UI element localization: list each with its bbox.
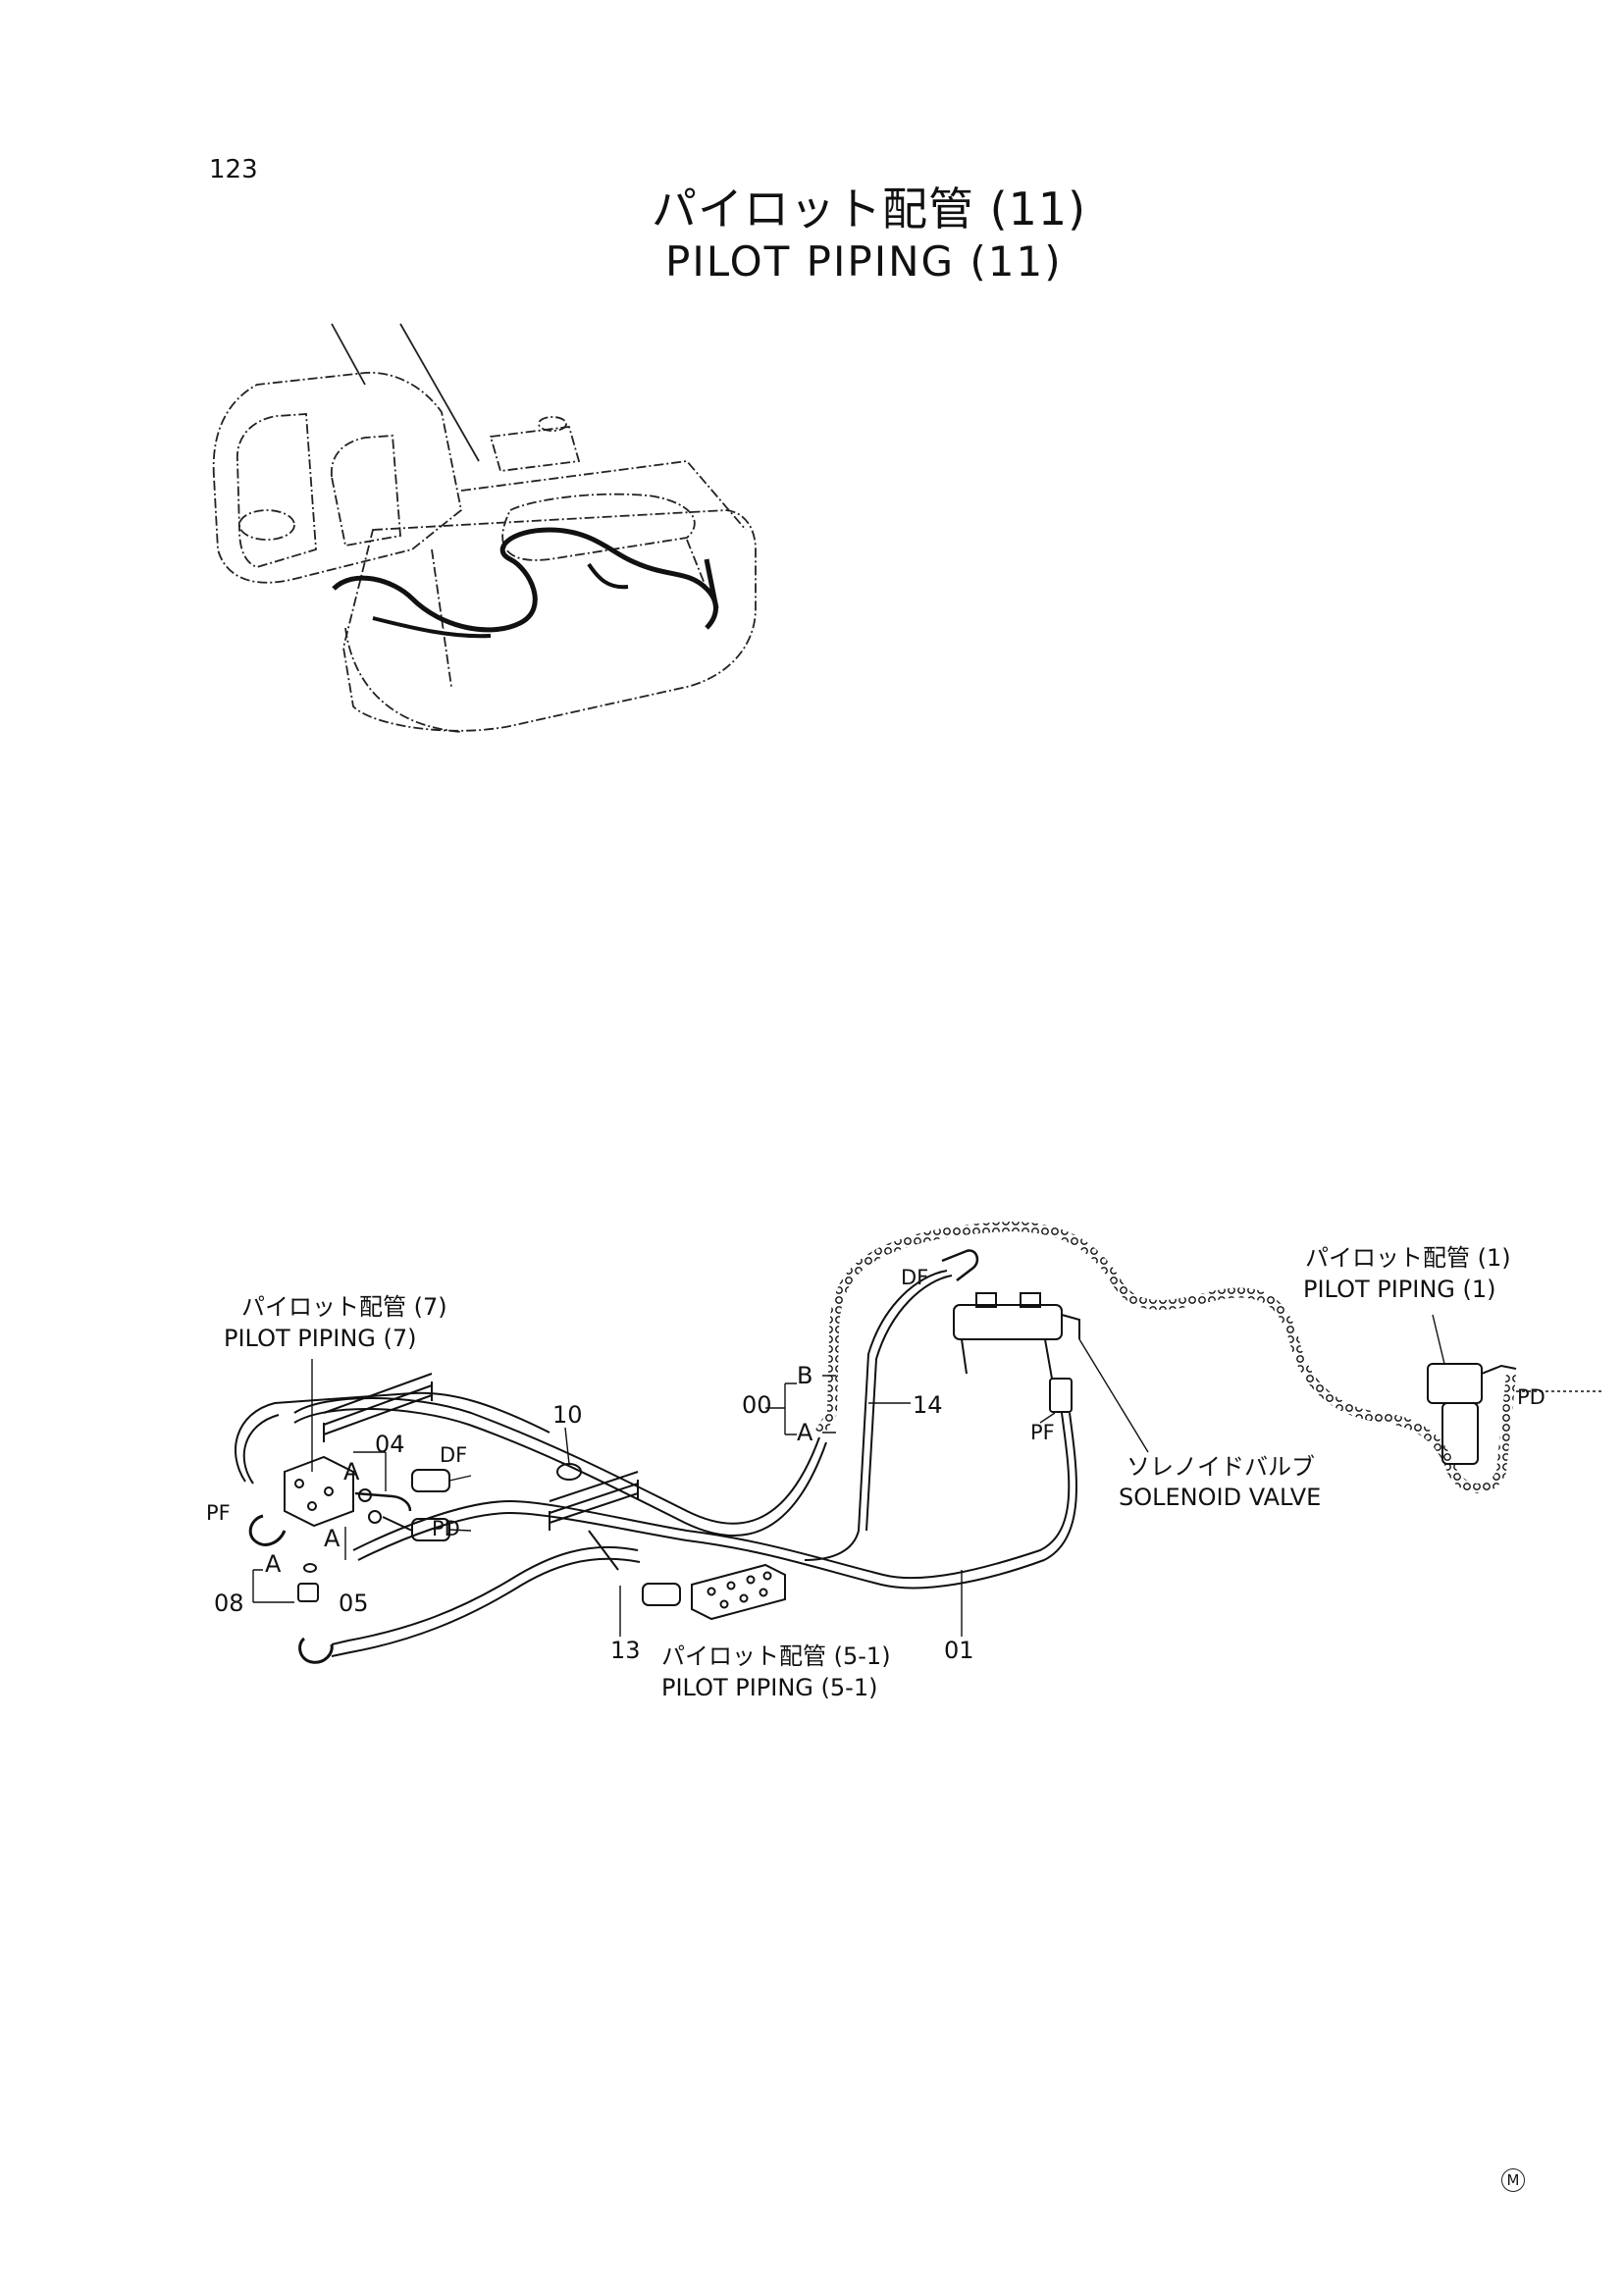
title-english: PILOT PIPING (11): [665, 237, 1063, 286]
callout-pilot-piping-7-jp: パイロット配管 (7): [241, 1293, 447, 1321]
port-label-b: B: [797, 1362, 813, 1389]
port-label-a-fitting: A: [265, 1550, 282, 1578]
footer-mark: M: [1501, 2168, 1525, 2192]
pilot-manifold-7: [284, 1455, 354, 1528]
title-japanese: パイロット配管 (11): [652, 182, 1087, 235]
callout-solenoid-valve-en: SOLENOID VALVE: [1119, 1484, 1322, 1511]
port-label-a-bundle: A: [797, 1419, 813, 1446]
pilot-block-5-1: [691, 1563, 786, 1621]
page-number: 123: [209, 155, 258, 184]
solenoid-valve: [953, 1292, 1080, 1380]
port-label-pf-right: PF: [1030, 1421, 1055, 1444]
port-label-pf-left: PF: [206, 1501, 231, 1525]
callout-pilot-piping-1-en: PILOT PIPING (1): [1303, 1276, 1496, 1303]
part-number-08: 08: [214, 1590, 244, 1617]
callout-pilot-piping-7-en: PILOT PIPING (7): [224, 1325, 417, 1352]
port-label-pd-left: PD: [432, 1517, 460, 1540]
callout-pilot-piping-5-1-jp: パイロット配管 (5-1): [661, 1642, 891, 1670]
callout-pilot-piping-1-jp: パイロット配管 (1): [1305, 1244, 1511, 1272]
part-number-01: 01: [944, 1637, 974, 1664]
port-label-df-left: DF: [440, 1443, 468, 1467]
pilot-filter: [1427, 1363, 1604, 1465]
part-number-05: 05: [339, 1590, 369, 1617]
callout-solenoid-valve-jp: ソレノイドバルブ: [1126, 1453, 1315, 1481]
part-number-13: 13: [610, 1637, 641, 1664]
piping-diagram: [235, 1221, 1604, 1664]
port-label-a-lower: A: [324, 1525, 341, 1552]
port-label-df-top: DF: [901, 1266, 929, 1289]
excavator-overview: [212, 323, 757, 733]
part-number-14: 14: [913, 1391, 943, 1419]
callout-pilot-piping-5-1-en: PILOT PIPING (5-1): [661, 1674, 878, 1701]
part-number-00: 00: [742, 1391, 772, 1419]
part-number-10: 10: [552, 1401, 583, 1429]
